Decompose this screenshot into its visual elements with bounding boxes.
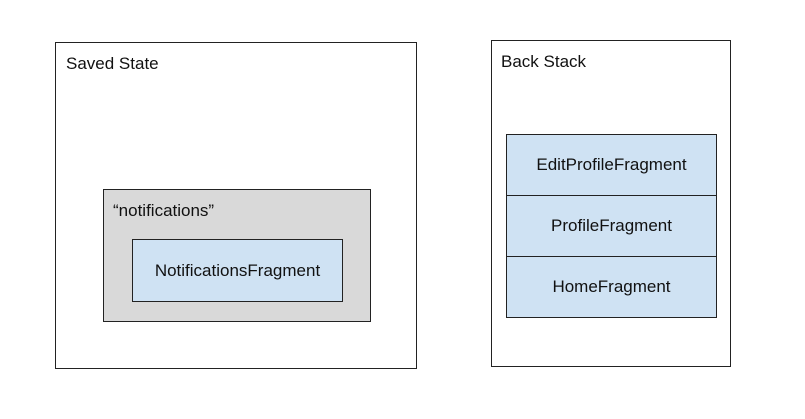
back-stack-panel: Back Stack EditProfileFragment ProfileFr… — [491, 40, 731, 367]
back-stack-fragment-edit-profile: EditProfileFragment — [506, 134, 717, 196]
back-stack-title: Back Stack — [501, 52, 587, 71]
saved-state-title: Saved State — [66, 54, 159, 73]
saved-state-panel: Saved State “notifications” Notification… — [55, 42, 417, 369]
saved-state-group-label: “notifications” — [113, 201, 215, 220]
notifications-fragment-box: NotificationsFragment — [132, 239, 343, 302]
saved-state-group: “notifications” NotificationsFragment — [103, 189, 371, 322]
back-stack-fragment-home: HomeFragment — [506, 256, 717, 318]
back-stack-list: EditProfileFragment ProfileFragment Home… — [506, 134, 717, 318]
back-stack-fragment-profile: ProfileFragment — [506, 195, 717, 257]
